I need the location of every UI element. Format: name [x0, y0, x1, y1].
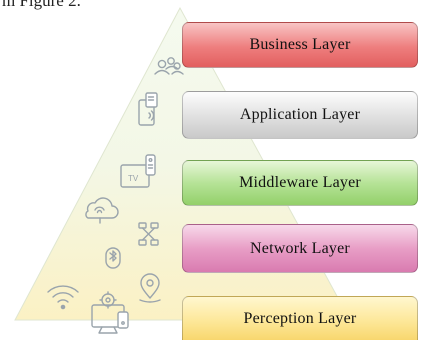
- application-layer-box: Application Layer: [182, 91, 418, 139]
- people-icon: [154, 57, 184, 75]
- network-layer-box: Network Layer: [182, 224, 418, 273]
- location-pin-icon: [139, 273, 161, 303]
- smartphone-icon: [138, 92, 158, 126]
- middleware-layer-label: Middleware Layer: [239, 174, 361, 191]
- business-layer-box: Business Layer: [182, 22, 418, 68]
- sensor-device-icon: [91, 291, 129, 334]
- cloud-icon: [85, 197, 119, 224]
- bluetooth-icon: [105, 247, 121, 269]
- perception-layer-box: Perception Layer: [182, 296, 418, 340]
- middleware-layer-box: Middleware Layer: [182, 160, 418, 206]
- application-layer-label: Application Layer: [239, 106, 361, 123]
- tv-text: TV: [128, 174, 139, 183]
- perception-layer-label: Perception Layer: [243, 309, 357, 327]
- tv-remote-icon: [120, 154, 156, 188]
- network-layer-label: Network Layer: [250, 239, 350, 257]
- business-layer-label: Business Layer: [249, 36, 351, 53]
- figure-caption: m Figure 2.: [2, 0, 81, 10]
- wifi-icon: [47, 285, 79, 310]
- network-icon: [138, 222, 159, 246]
